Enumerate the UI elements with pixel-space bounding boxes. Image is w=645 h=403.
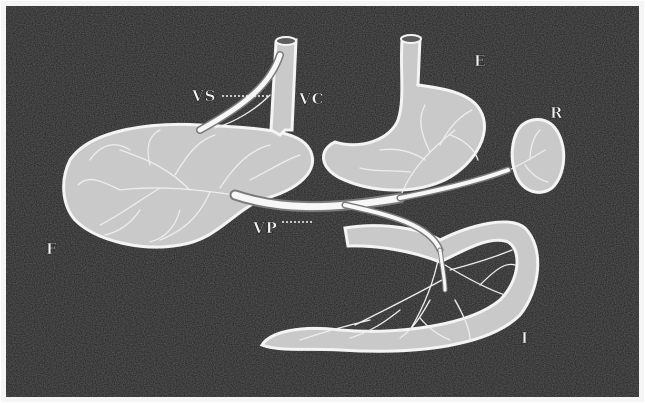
label-i: I [521, 329, 529, 347]
label-f: F [46, 240, 58, 258]
label-vs: VS [191, 87, 216, 105]
label-vp: VP [252, 219, 278, 237]
label-e: E [474, 52, 486, 70]
label-vc: VC [298, 90, 325, 108]
vena-cava [271, 37, 296, 135]
label-r: R [550, 104, 563, 122]
